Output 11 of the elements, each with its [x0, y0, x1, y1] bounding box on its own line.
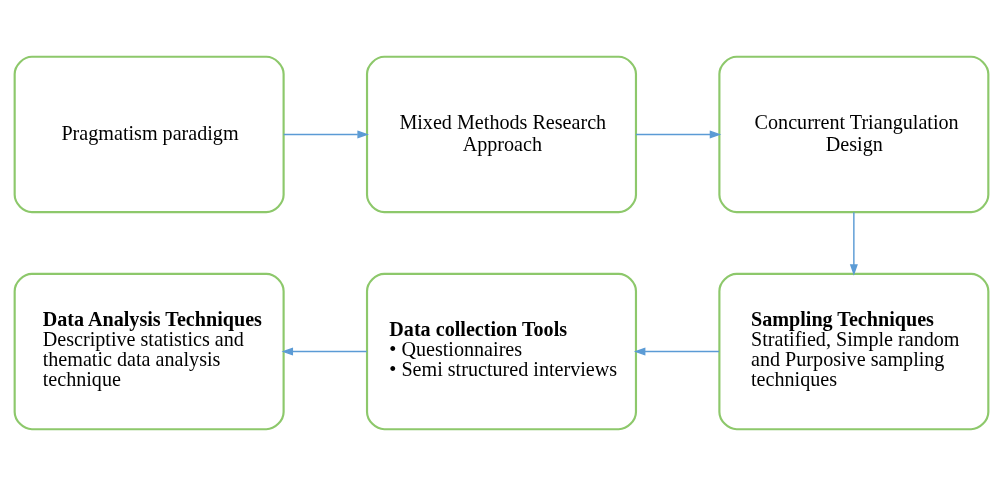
arrow — [633, 347, 720, 356]
arrow — [849, 210, 858, 276]
arrow — [281, 347, 368, 356]
node-box: Concurrent Triangulation Design — [718, 55, 990, 213]
node-box: Data Analysis Techniques Descriptive statistics and thematic data analysis technique — [13, 272, 285, 430]
node-box: Sampling Techniques Stratified, Simple random and Purposive sampling techniques — [718, 272, 990, 430]
arrow — [635, 129, 722, 138]
arrow — [282, 129, 369, 138]
node-box: Mixed Methods Research Approach — [365, 55, 638, 213]
node-box: Pragmatism paradigm — [13, 55, 285, 213]
node-box: Data collection Tools • Questionnaires • Semi structured interviews — [365, 272, 638, 430]
